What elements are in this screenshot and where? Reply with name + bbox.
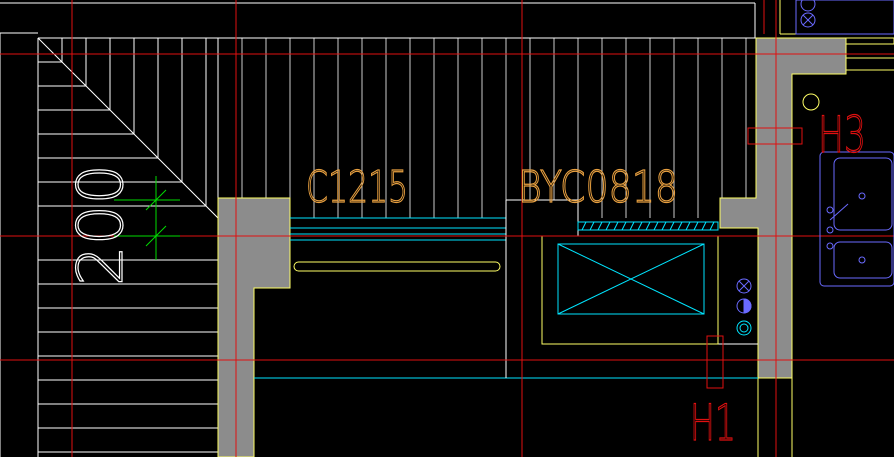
wall-left-column: [217, 197, 291, 457]
label-axis-h1: H1: [690, 394, 736, 452]
stair-icon: [37, 37, 756, 457]
dimension-marks: [114, 176, 180, 260]
wall-extensions: [235, 0, 894, 457]
label-stair-dim: 200: [64, 164, 137, 286]
top-right-fixtures: [795, 0, 894, 35]
label-window-byc0818: BYC0818: [518, 162, 678, 213]
label-window-c1215: C1215: [306, 162, 408, 213]
wall-top-right: [780, 37, 894, 45]
ceiling-light-icon: [802, 93, 820, 111]
sink-icon: [819, 151, 894, 287]
label-axis-h3: H3: [818, 106, 866, 164]
valve-icons: [736, 278, 752, 314]
outer-frame: [0, 2, 756, 457]
wall-right-column: [719, 37, 847, 379]
duct-box-icon: [557, 243, 705, 315]
bay-window-frame: [541, 235, 719, 345]
walls: [217, 37, 894, 457]
window-sill: [293, 261, 501, 272]
window-hatch: [577, 221, 719, 231]
ceiling-lines: [218, 38, 747, 219]
window-icon: [254, 217, 758, 379]
pipe-icon: [736, 320, 752, 336]
